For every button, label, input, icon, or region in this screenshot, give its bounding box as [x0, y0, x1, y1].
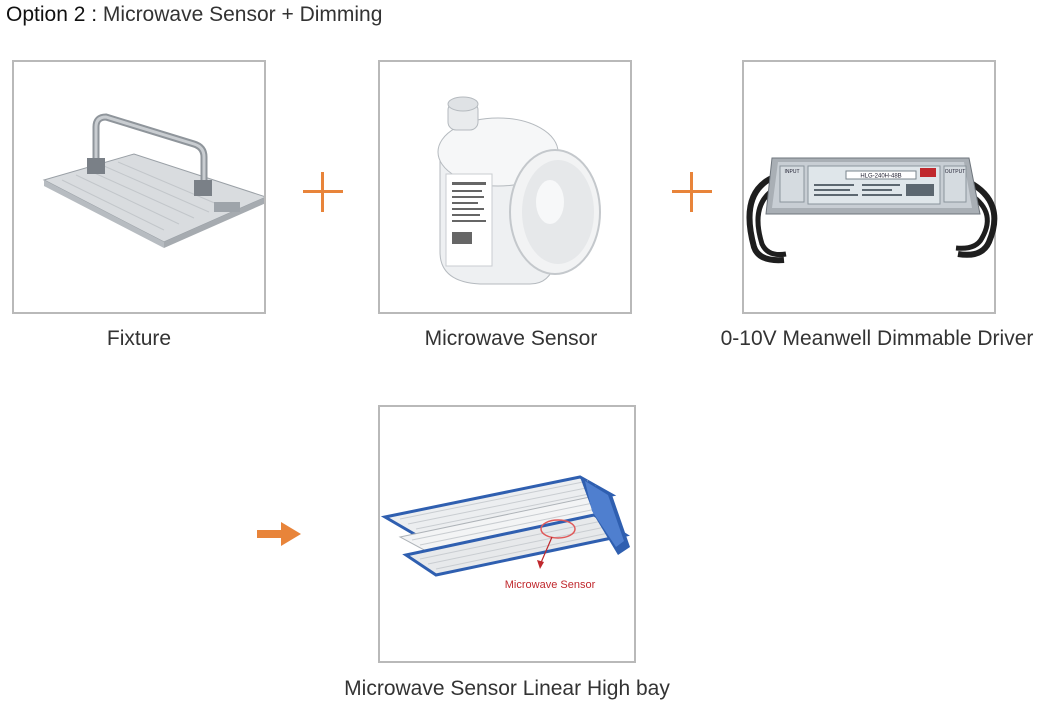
plus-icon — [303, 172, 343, 212]
fixture-caption: Fixture — [106, 327, 172, 350]
driver-input-label: INPUT — [785, 169, 800, 175]
plus-icon — [672, 172, 712, 212]
fixture-image-frame — [12, 60, 266, 314]
sensor-image-frame — [378, 60, 632, 314]
sensor-callout-label: Microwave Sensor — [505, 579, 596, 591]
driver-caption: 0-10V Meanwell Dimmable Driver — [720, 327, 1034, 350]
right-arrow-icon — [257, 522, 301, 546]
page-title: Option 2 : Microwave Sensor + Dimming — [6, 3, 382, 27]
driver-image-frame: HLG-240H-48B INPUT OUTPUT — [742, 60, 998, 314]
option-label: Option 2 : — [6, 3, 98, 26]
fixture-icon — [42, 113, 264, 248]
option-title: Microwave Sensor + Dimming — [102, 3, 383, 26]
high-bay-caption: Microwave Sensor Linear High bay — [344, 677, 670, 700]
driver-output-label: OUTPUT — [945, 169, 966, 175]
microwave-sensor-icon — [437, 96, 601, 285]
high-bay-image-frame: Microwave Sensor — [378, 405, 636, 663]
dimmable-driver-icon: HLG-240H-48B INPUT OUTPUT — [746, 157, 998, 264]
sensor-caption: Microwave Sensor — [424, 327, 598, 350]
linear-high-bay-icon: Microwave Sensor — [380, 475, 630, 591]
driver-model-label: HLG-240H-48B — [860, 174, 901, 180]
